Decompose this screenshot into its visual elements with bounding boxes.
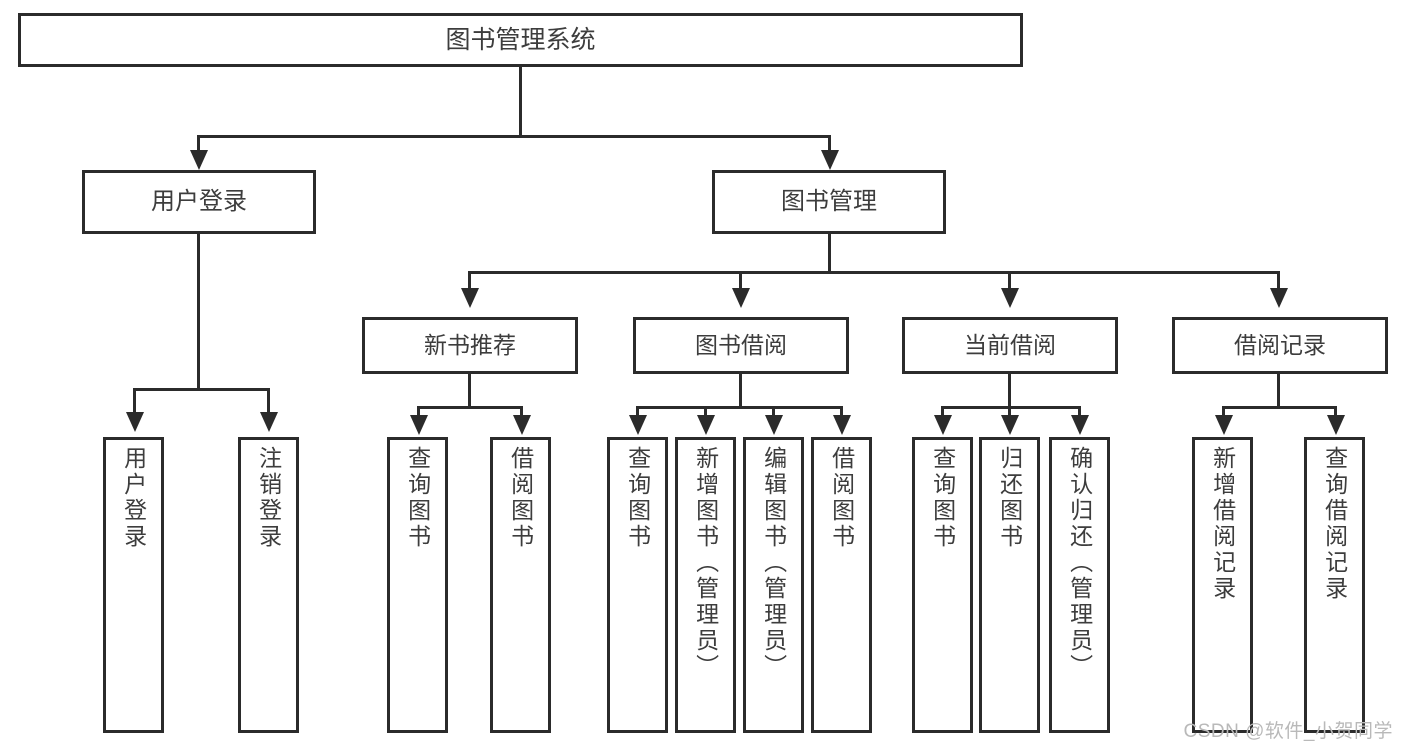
node-label: 查询借阅记录	[1321, 446, 1348, 602]
arrowhead-book-manage	[821, 150, 839, 170]
connector-current-borrow-bus	[941, 406, 1081, 409]
connector-book-borrow-bus	[636, 406, 842, 409]
arrowhead-leaf-query-book-3	[934, 415, 952, 435]
arrowhead-leaf-logout	[260, 412, 278, 432]
connector-borrow-record-bus	[1222, 406, 1337, 409]
node-label: 借阅记录	[1234, 332, 1326, 359]
node-label: 借阅图书	[507, 446, 534, 550]
connector-book-manage-stem	[828, 234, 831, 271]
connector-user-login-bus	[133, 388, 270, 391]
connector-drop-leaf-query-record	[1334, 406, 1337, 422]
node-label: 图书管理系统	[445, 25, 596, 54]
connector-drop-leaf-return-book	[1008, 406, 1011, 422]
arrowhead-current-borrow	[1001, 288, 1019, 308]
connector-new-book-rec-bus	[417, 406, 523, 409]
connector-level2-bus	[197, 135, 831, 138]
arrowhead-user-login	[190, 150, 208, 170]
arrowhead-borrow-record	[1270, 288, 1288, 308]
arrowhead-leaf-edit-book	[765, 415, 783, 435]
arrowhead-leaf-borrow-book-1	[513, 415, 531, 435]
connector-user-login-stem	[197, 234, 200, 388]
connector-book-borrow-stem	[739, 374, 742, 406]
connector-drop-borrow-record	[1277, 271, 1280, 291]
node-book-management[interactable]: 图书管理	[712, 170, 946, 234]
node-label: 当前借阅	[964, 332, 1056, 359]
connector-drop-leaf-borrow-book-1	[520, 406, 523, 422]
arrowhead-leaf-confirm-return	[1071, 415, 1089, 435]
arrowhead-leaf-add-book	[697, 415, 715, 435]
node-root-library-system[interactable]: 图书管理系统	[18, 13, 1023, 67]
leaf-edit-book-admin[interactable]: 编辑图书（管理员）	[743, 437, 804, 733]
connector-drop-leaf-borrow-book-2	[840, 406, 843, 422]
node-label: 查询图书	[929, 446, 956, 550]
node-label: 查询图书	[624, 446, 651, 550]
leaf-query-book-new-recommend[interactable]: 查询图书	[387, 437, 448, 733]
node-label: 用户登录	[120, 446, 147, 550]
leaf-query-borrow-record[interactable]: 查询借阅记录	[1304, 437, 1365, 733]
leaf-logout[interactable]: 注销登录	[238, 437, 299, 733]
connector-drop-leaf-query-book-2	[636, 406, 639, 422]
connector-drop-leaf-add-record	[1222, 406, 1225, 422]
leaf-add-book-admin[interactable]: 新增图书（管理员）	[675, 437, 736, 733]
leaf-query-book-borrow[interactable]: 查询图书	[607, 437, 668, 733]
node-label: 图书借阅	[695, 332, 787, 359]
leaf-borrow-book-new-recommend[interactable]: 借阅图书	[490, 437, 551, 733]
connector-borrow-record-stem	[1277, 374, 1280, 406]
node-label: 用户登录	[151, 188, 247, 216]
connector-drop-leaf-confirm-return	[1078, 406, 1081, 422]
connector-drop-user-login	[197, 135, 200, 153]
arrowhead-leaf-add-record	[1215, 415, 1233, 435]
connector-new-book-rec-stem	[468, 374, 471, 406]
connector-drop-leaf-edit-book	[772, 406, 775, 422]
node-label: 新书推荐	[424, 332, 516, 359]
connector-drop-leaf-query-book-1	[417, 406, 420, 422]
arrowhead-leaf-query-record	[1327, 415, 1345, 435]
connector-drop-leaf-logout	[267, 388, 270, 415]
connector-root-stem	[519, 67, 522, 135]
connector-current-borrow-stem	[1008, 374, 1011, 406]
arrowhead-leaf-query-book-1	[410, 415, 428, 435]
node-current-borrow[interactable]: 当前借阅	[902, 317, 1118, 374]
node-label: 确认归还（管理员）	[1066, 446, 1093, 680]
node-label: 编辑图书（管理员）	[760, 446, 787, 680]
leaf-return-book[interactable]: 归还图书	[979, 437, 1040, 733]
node-label: 新增借阅记录	[1209, 446, 1236, 602]
connector-drop-new-book-rec	[468, 271, 471, 291]
node-new-book-recommend[interactable]: 新书推荐	[362, 317, 578, 374]
arrowhead-new-book-rec	[461, 288, 479, 308]
leaf-borrow-book[interactable]: 借阅图书	[811, 437, 872, 733]
node-book-borrow[interactable]: 图书借阅	[633, 317, 849, 374]
leaf-user-login[interactable]: 用户登录	[103, 437, 164, 733]
connector-level3-bus	[468, 271, 1280, 274]
node-label: 图书管理	[781, 188, 877, 216]
arrowhead-leaf-return-book	[1001, 415, 1019, 435]
node-label: 注销登录	[255, 446, 282, 550]
arrowhead-leaf-user-login	[126, 412, 144, 432]
node-label: 新增图书（管理员）	[692, 446, 719, 680]
leaf-query-book-current[interactable]: 查询图书	[912, 437, 973, 733]
leaf-add-borrow-record[interactable]: 新增借阅记录	[1192, 437, 1253, 733]
node-borrow-record[interactable]: 借阅记录	[1172, 317, 1388, 374]
node-label: 借阅图书	[828, 446, 855, 550]
connector-drop-current-borrow	[1008, 271, 1011, 291]
arrowhead-leaf-query-book-2	[629, 415, 647, 435]
connector-drop-book-borrow	[739, 271, 742, 291]
arrowhead-book-borrow	[732, 288, 750, 308]
leaf-confirm-return-admin[interactable]: 确认归还（管理员）	[1049, 437, 1110, 733]
connector-drop-leaf-add-book	[704, 406, 707, 422]
arrowhead-leaf-borrow-book-2	[833, 415, 851, 435]
node-user-login[interactable]: 用户登录	[82, 170, 316, 234]
connector-drop-leaf-user-login	[133, 388, 136, 415]
node-label: 归还图书	[996, 446, 1023, 550]
connector-drop-leaf-query-book-3	[941, 406, 944, 422]
node-label: 查询图书	[404, 446, 431, 550]
connector-drop-book-manage	[828, 135, 831, 153]
